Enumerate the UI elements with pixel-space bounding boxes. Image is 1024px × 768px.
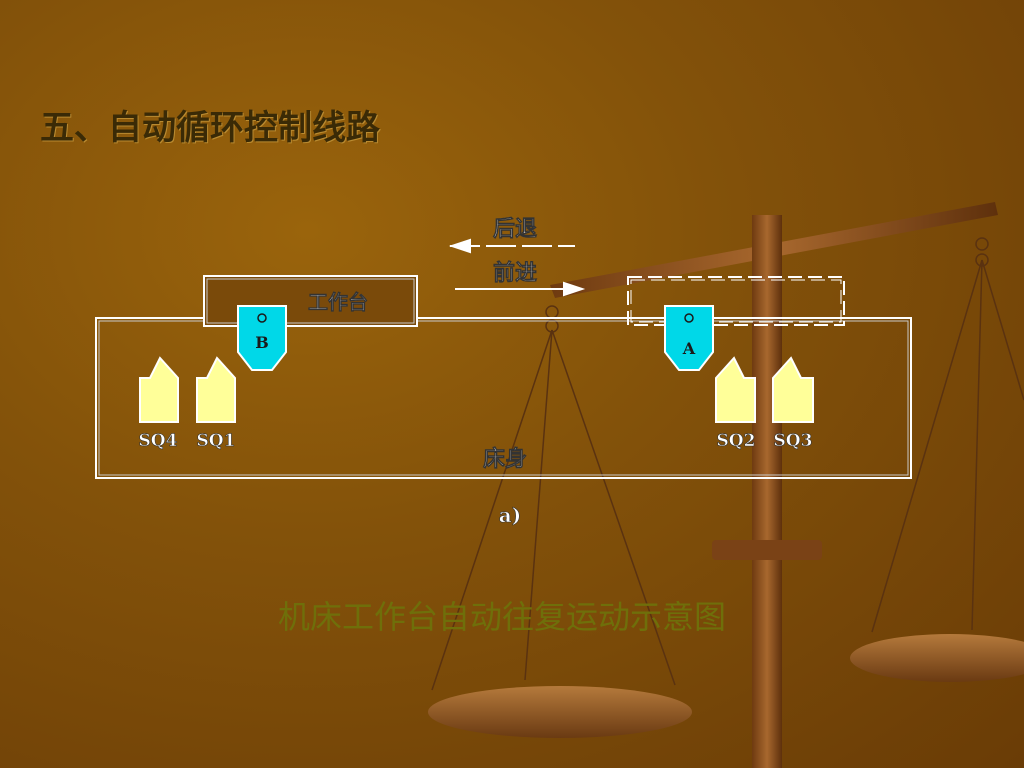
block-a: A — [664, 305, 714, 371]
slide-caption: 机床工作台自动往复运动示意图 — [0, 592, 1024, 638]
bed-outline — [95, 317, 912, 479]
limit-switch-sq2 — [715, 356, 756, 423]
switch-label-sq1: SQ1 — [197, 431, 236, 451]
slide-title: 五、自动循环控制线路 — [40, 108, 380, 148]
block-b-label: B — [255, 333, 269, 352]
limit-switch-sq4 — [139, 356, 179, 423]
back-arrow-icon — [448, 238, 471, 254]
scale-collar — [712, 540, 822, 560]
direction-forward-label: 前进 — [493, 260, 537, 286]
worktable-label: 工作台 — [308, 290, 368, 314]
switch-label-sq4: SQ4 — [139, 431, 178, 451]
right-pan-strings — [871, 237, 1024, 633]
direction-back-label: 后退 — [493, 216, 537, 242]
limit-switch-sq3 — [772, 356, 814, 423]
switch-label-sq2: SQ2 — [717, 431, 756, 451]
worktable-dashed — [627, 276, 845, 326]
left-pan — [428, 686, 692, 738]
right-pan — [850, 634, 1024, 682]
limit-switch-sq1 — [196, 356, 236, 423]
bed-label: 床身 — [483, 446, 527, 472]
block-b: B — [237, 305, 287, 371]
left-pan-strings — [431, 305, 676, 691]
forward-arrow-icon — [563, 281, 586, 297]
block-a-label: A — [682, 339, 696, 358]
scale-post — [752, 215, 782, 768]
sub-figure-label: a) — [499, 503, 521, 527]
switch-label-sq3: SQ3 — [774, 431, 813, 451]
caption-text: 机床工作台自动往复运动示意图 — [277, 598, 726, 636]
